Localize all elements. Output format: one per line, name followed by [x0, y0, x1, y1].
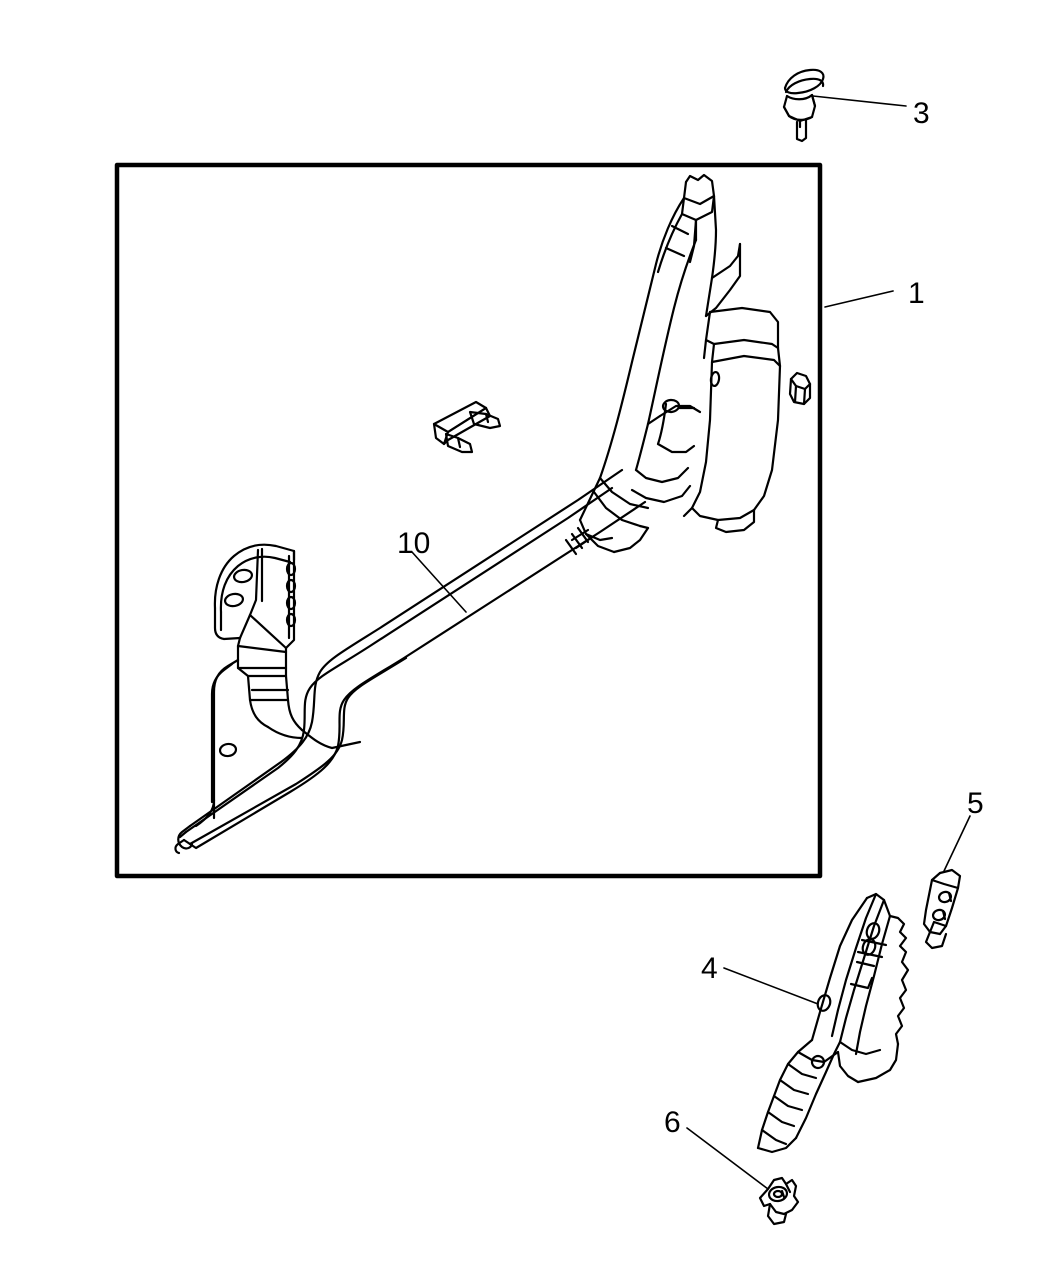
a-pillar-structure: [564, 173, 782, 556]
leader-line-3: [812, 95, 907, 107]
callout-label-6: 6: [664, 1106, 681, 1139]
callout-label-1: 1: [908, 277, 925, 310]
callout-label-4: 4: [701, 952, 718, 985]
nut-plate-bracket: [922, 868, 962, 950]
callout-leader-lines: [411, 95, 971, 1190]
leader-line-6: [686, 1127, 769, 1190]
leader-line-4: [723, 967, 819, 1005]
callout-label-3: 3: [913, 97, 930, 130]
main-assembly-frame: [114, 162, 823, 879]
leader-line-5: [943, 815, 971, 872]
small-block-plug: [788, 371, 812, 406]
callout-label-10: 10: [397, 527, 430, 560]
leader-line-1: [824, 290, 894, 308]
push-clip-part: [782, 68, 825, 143]
lower-reinforcement-panel: [756, 892, 910, 1154]
leader-line-10: [411, 551, 467, 613]
small-retainer-clip: [758, 1176, 800, 1226]
callout-label-5: 5: [967, 787, 984, 820]
rocker-sill-rail: [174, 468, 647, 855]
rocker-front-bracket: [194, 543, 362, 828]
callout-labels: 1 3 4 5 6 10: [397, 97, 984, 1139]
two-pin-bracket: [432, 400, 502, 454]
